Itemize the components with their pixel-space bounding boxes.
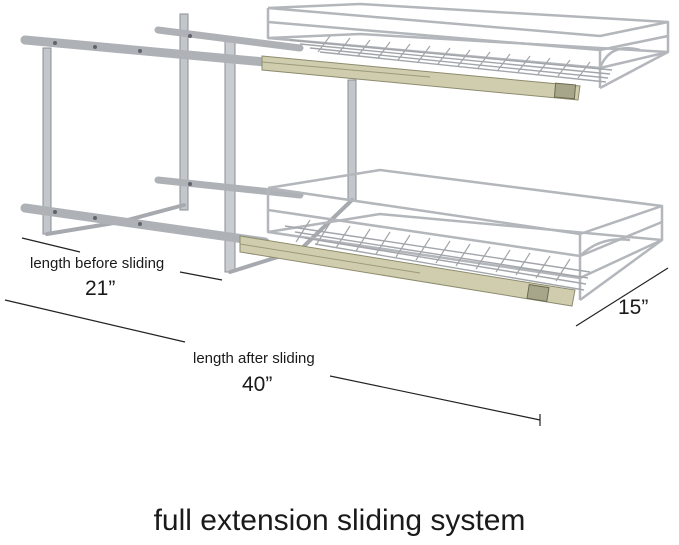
depth-value: 15”	[618, 296, 649, 319]
lower-basket	[239, 168, 664, 307]
depth-line	[575, 267, 669, 327]
caption: full extension sliding system	[153, 504, 526, 537]
mounting-frame	[20, 13, 357, 274]
after-sliding-line-right	[329, 375, 541, 421]
before-sliding-line-left	[21, 237, 81, 253]
length-before-sliding-label: length before sliding	[30, 255, 165, 272]
dimension-lines	[4, 237, 669, 426]
before-sliding-line-right	[179, 271, 223, 281]
after-sliding-line-left	[4, 299, 186, 343]
length-after-sliding-value: 40”	[242, 373, 273, 396]
length-before-sliding-value: 21”	[85, 277, 116, 300]
length-after-sliding-label: length after sliding	[193, 350, 315, 367]
upper-basket	[261, 2, 670, 101]
